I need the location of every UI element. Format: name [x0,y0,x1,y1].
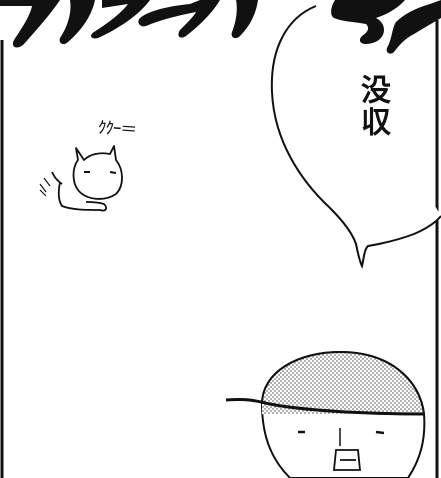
mouth [333,449,361,471]
brush-strokes [0,0,441,54]
speech-bubble-text: 没収 [355,74,390,138]
character-head [225,350,426,478]
speech-bubble [270,5,441,269]
cat-figure [39,145,123,212]
cap-brim [225,398,425,416]
sound-effect-text: ｸｸｰ＝ [97,118,137,141]
panel-border [0,20,439,478]
